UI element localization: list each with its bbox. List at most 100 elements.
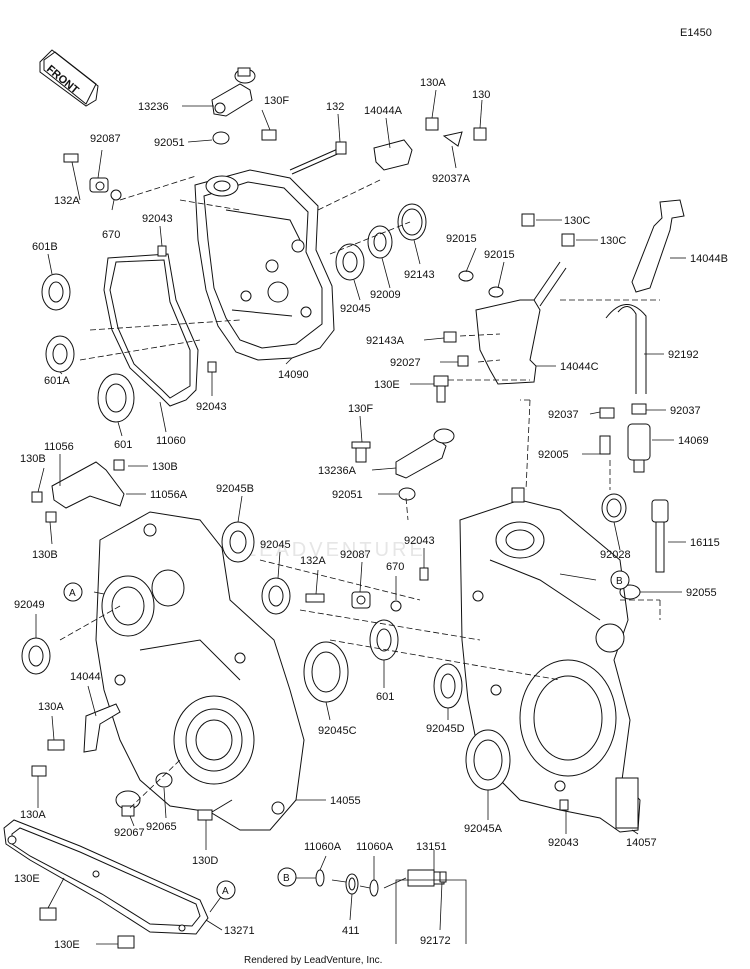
label-92009: 92009 <box>370 289 401 301</box>
label-92065: 92065 <box>146 821 177 833</box>
label-11056: 11056 <box>44 441 74 453</box>
bolt-130-upper <box>473 127 487 141</box>
label-92087-a: 92087 <box>90 133 121 145</box>
bolt-130E-mid <box>433 375 449 403</box>
label-130D: 130D <box>192 855 218 867</box>
pin-92043-upper-a <box>157 245 167 257</box>
label-670-a: 670 <box>102 229 120 241</box>
bracket-14044 <box>83 703 121 753</box>
label-11060A-a: 11060A <box>304 841 342 853</box>
collar-411 <box>345 873 359 895</box>
label-92067: 92067 <box>114 827 145 839</box>
oring-670-upper <box>110 189 122 201</box>
label-14044B: 14044B <box>690 253 728 265</box>
label-92045D: 92045D <box>426 723 465 735</box>
label-132A-b: 132A <box>300 555 326 567</box>
bolt-130A-left-a <box>47 739 65 751</box>
label-92045A: 92045A <box>464 823 503 835</box>
shift-arm-13236A <box>395 428 455 479</box>
svg-text:B: B <box>616 576 623 587</box>
clamp-92037-b <box>631 403 647 415</box>
ring-92143 <box>397 203 427 241</box>
breather-92087-upper <box>89 177 109 193</box>
part-labels: 13236 130F 92051 92087 132A 670 132 1404… <box>14 77 728 951</box>
shift-shaft-13151 <box>407 869 445 887</box>
marker-A-upper: A <box>63 582 83 602</box>
circlip-11060A-a <box>315 869 325 887</box>
washer-92065 <box>155 772 173 788</box>
label-11060: 11060 <box>156 435 186 447</box>
pin-92172 <box>439 871 447 883</box>
bearing-92045C <box>303 641 349 703</box>
label-130C-b: 130C <box>600 235 626 247</box>
bearing-601B <box>41 273 71 311</box>
label-130F-b: 130F <box>348 403 373 415</box>
label-130B-c: 130B <box>32 549 58 561</box>
label-130A-b: 130A <box>38 701 64 713</box>
diagram-code: E1450 <box>680 27 712 39</box>
bolt-132A-upper <box>63 153 79 163</box>
label-601B: 601B <box>32 241 58 253</box>
label-92143A: 92143A <box>366 335 405 347</box>
dipstick-16115 <box>651 499 669 573</box>
bearing-601-left <box>369 619 399 661</box>
svg-text:A: A <box>222 886 229 897</box>
front-arrow-icon <box>39 49 99 107</box>
seal-92009 <box>367 225 393 259</box>
label-601-b: 601 <box>376 691 394 703</box>
label-92015-b: 92015 <box>484 249 515 261</box>
label-130E-b: 130E <box>14 873 40 885</box>
bolt-130F-mid <box>351 441 371 463</box>
label-16115: 16115 <box>690 537 720 549</box>
clamp-92037-a <box>599 407 615 419</box>
gasket-upper-11060 <box>103 253 199 407</box>
label-130E-c: 130E <box>54 939 80 951</box>
seal-92049 <box>21 637 51 675</box>
label-13236: 13236 <box>138 101 169 113</box>
label-92028: 92028 <box>600 549 631 561</box>
bolt-130D <box>197 799 233 821</box>
label-130E-a: 130E <box>374 379 400 391</box>
shift-arm-13236 <box>211 67 256 117</box>
label-92027: 92027 <box>390 357 421 369</box>
label-130-a: 130 <box>472 89 490 101</box>
case-cover-14090 <box>194 169 335 361</box>
label-92045C: 92045C <box>318 725 357 737</box>
label-92051-a: 92051 <box>154 137 185 149</box>
label-92045-b: 92045 <box>260 539 291 551</box>
bolt-130C-b <box>561 233 575 247</box>
pin-92043-lower-right <box>559 799 569 811</box>
label-14069: 14069 <box>678 435 709 447</box>
label-13151: 13151 <box>416 841 447 853</box>
collar-92015-a <box>458 270 474 282</box>
label-92045-a: 92045 <box>340 303 371 315</box>
bearing-92045-left <box>261 577 291 615</box>
marker-B-right: B <box>610 570 630 590</box>
label-92043-b: 92043 <box>196 401 227 413</box>
bracket-14044A <box>373 139 413 171</box>
label-670-b: 670 <box>386 561 404 573</box>
label-13271: 13271 <box>224 925 255 937</box>
pin-92043-upper-b <box>207 361 217 373</box>
label-132: 132 <box>326 101 344 113</box>
label-14090: 14090 <box>278 369 309 381</box>
label-92043-d: 92043 <box>548 837 579 849</box>
case-14055 <box>95 511 305 831</box>
label-92045B: 92045B <box>216 483 254 495</box>
watermark: LEADVENTURE <box>245 539 426 561</box>
label-14057: 14057 <box>626 837 657 849</box>
bracket-14044C <box>475 299 541 385</box>
label-92037-b: 92037 <box>670 405 701 417</box>
label-601-a: 601 <box>114 439 132 451</box>
label-14044A: 14044A <box>364 105 403 117</box>
label-13236A: 13236A <box>318 465 357 477</box>
label-132A-a: 132A <box>54 195 80 207</box>
label-92037-a: 92037 <box>548 409 579 421</box>
hose-92192 <box>605 304 647 394</box>
label-14044C: 14044C <box>560 361 599 373</box>
clip-92037A <box>442 131 463 147</box>
label-11056A: 11056A <box>150 489 188 501</box>
bolt-130C-a <box>521 213 535 227</box>
alignment-dashes <box>59 175 661 809</box>
